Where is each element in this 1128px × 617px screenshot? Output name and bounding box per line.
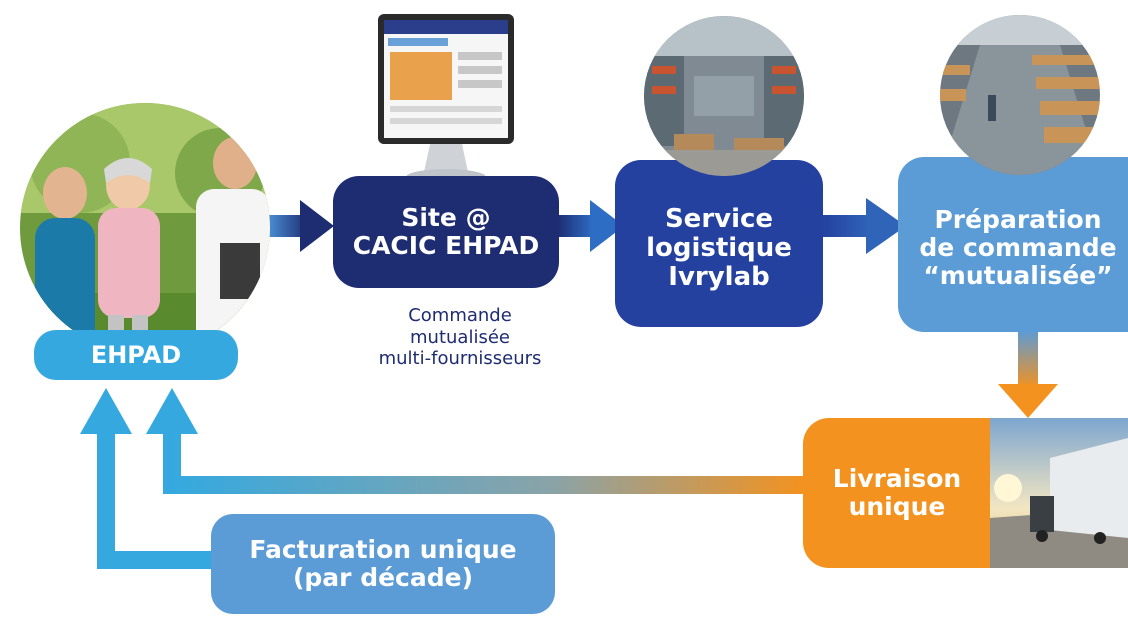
arrow-livraison-to-ehpad [146, 388, 805, 494]
livraison-unique-box: Livraison unique [803, 418, 991, 568]
logistique-line-2: logistique [646, 232, 792, 263]
site-line-2: CACIC EHPAD [352, 231, 540, 260]
service-logistique-box: Service logistique Ivrylab [615, 160, 823, 327]
site-cacic-ehpad-box: Site @ CACIC EHPAD [333, 176, 559, 288]
facturation-unique-box: Facturation unique (par décade) [211, 514, 555, 614]
arrow-site-to-logistique [557, 200, 624, 252]
arrow-ehpad-to-site [268, 200, 334, 252]
caption-line-1: Commande [408, 305, 512, 326]
livraison-line-2: unique [848, 492, 946, 521]
warehouse-aisle-photo [940, 15, 1100, 175]
preparation-line-2: de commande [919, 232, 1117, 262]
facturation-line-2: (par décade) [292, 563, 474, 592]
arrow-preparation-to-livraison [998, 330, 1058, 418]
logistique-line-3: Ivrylab [668, 262, 770, 293]
site-line-1: Site @ [401, 203, 491, 232]
preparation-line-3: “mutualisée” [923, 260, 1113, 290]
ehpad-label: EHPAD [34, 330, 238, 380]
truck-on-road-photo [990, 418, 1128, 568]
arrow-logistique-to-preparation [822, 198, 906, 254]
warehouse-photo [644, 16, 804, 176]
preparation-commande-box: Préparation de commande “mutualisée” [898, 157, 1128, 332]
computer-monitor-website [378, 14, 514, 185]
preparation-line-1: Préparation [934, 204, 1102, 234]
caption-line-3: multi-fournisseurs [378, 348, 542, 370]
arrow-facturation-to-ehpad [80, 388, 212, 569]
facturation-line-1: Facturation unique [249, 535, 517, 564]
logistique-line-1: Service [664, 203, 774, 234]
livraison-line-1: Livraison [832, 464, 962, 493]
care-staff-with-elderly-woman-photo [20, 103, 270, 353]
caption-line-2: mutualisée [410, 326, 510, 348]
ehpad-label-text: EHPAD [90, 340, 182, 369]
site-caption: Commande mutualisée multi-fournisseurs [330, 305, 590, 370]
